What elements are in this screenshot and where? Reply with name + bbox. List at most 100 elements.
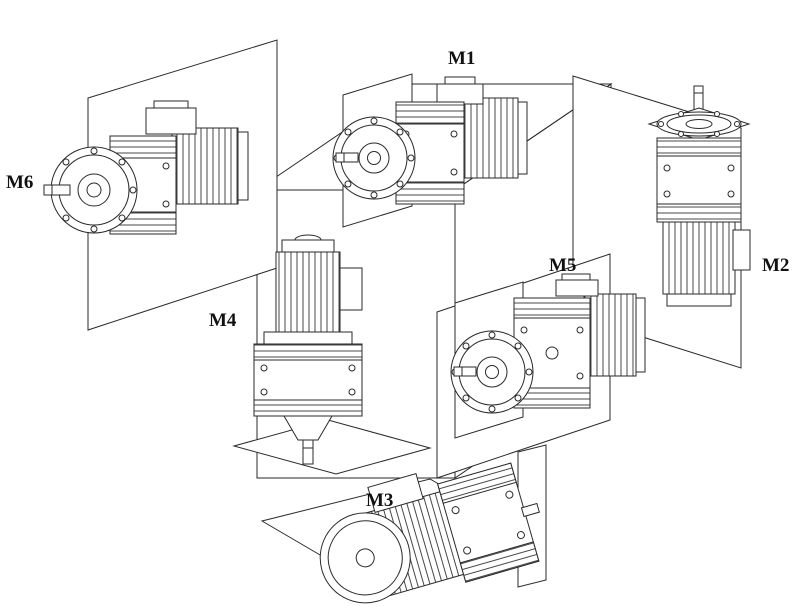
position-label-m2: M2: [762, 255, 790, 276]
m4-cooling-ribs: [253, 343, 363, 361]
m3-fan-cover-hub: [355, 548, 375, 568]
m2-flange-ring: [685, 119, 713, 129]
m2-cooling-ribs: [656, 137, 742, 157]
bolt-hole: [714, 131, 720, 137]
bolt-hole: [118, 158, 126, 166]
m6-cooling-ribs: [109, 135, 177, 159]
m2-motor-body: [662, 221, 736, 295]
m4-adapter-flange: [263, 331, 353, 345]
gearmotor-m5: [450, 273, 646, 439]
m6-fan-cover: [237, 131, 249, 201]
bolt-hole: [62, 158, 70, 166]
gearmotor-m4: [253, 234, 363, 465]
bolt-hole: [129, 186, 137, 194]
m1-motor-body: [459, 97, 519, 179]
bolt-hole: [576, 372, 584, 380]
bolt-hole: [370, 117, 378, 125]
m2-flange-ring: [666, 114, 732, 134]
bolt-hole: [260, 364, 268, 372]
m4-output-taper: [283, 415, 333, 441]
m1-terminal-box: [436, 83, 484, 105]
bolt-hole: [663, 164, 671, 172]
m5-flange: [450, 330, 534, 414]
bolt-hole: [118, 214, 126, 222]
m4-mounting-plane: [232, 419, 432, 475]
m4-output-shaft: [302, 439, 314, 465]
bolt-hole: [505, 490, 514, 499]
m1-fan-cover: [517, 101, 528, 175]
m6-motor-body: [171, 127, 239, 205]
bolt-hole: [678, 111, 684, 117]
gearmotor-m1: [332, 73, 528, 228]
bolt-hole: [678, 131, 684, 137]
m6-terminal-box: [145, 107, 197, 135]
bolt-hole: [450, 130, 458, 138]
bolt-hole: [407, 154, 415, 162]
bolt-hole: [514, 342, 522, 350]
m1-terminal-box-lid: [444, 76, 476, 85]
m3-cooling-ribs: [437, 462, 517, 504]
bolt-hole: [488, 331, 496, 339]
gearmotor-m3: [319, 462, 540, 604]
m3-terminal-box: [367, 473, 424, 514]
bolt-hole: [734, 121, 740, 127]
bolt-hole: [727, 190, 735, 198]
bolt-hole: [576, 326, 584, 334]
m3-fan-cover: [319, 512, 411, 604]
bolt-hole: [260, 388, 268, 396]
bolt-hole: [348, 364, 356, 372]
m1-output-shaft: [335, 152, 359, 163]
m1-cooling-ribs: [395, 101, 465, 125]
bolt-hole: [463, 546, 472, 555]
bolt-hole: [462, 342, 470, 350]
bolt-hole: [62, 214, 70, 222]
bolt-hole: [488, 405, 496, 413]
bolt-hole: [344, 128, 352, 136]
m5-gearbox-plug: [545, 346, 559, 360]
m5-cooling-ribs: [513, 297, 591, 319]
bolt-hole: [348, 388, 356, 396]
m5-flange-ring: [476, 356, 508, 388]
m1-flange-ring: [367, 151, 381, 165]
m5-motor-body: [583, 293, 637, 377]
m1-flange-ring: [358, 142, 390, 174]
m6-output-shaft: [43, 184, 71, 196]
bolt-hole: [520, 326, 528, 334]
position-label-m6: M6: [6, 172, 34, 193]
m2-fan-cover: [666, 293, 732, 307]
position-label-m3: M3: [366, 490, 394, 511]
position-label-m4: M4: [209, 310, 237, 331]
position-label-m1: M1: [448, 48, 476, 69]
bolt-hole: [663, 190, 671, 198]
m4-motor-body: [275, 251, 341, 333]
m3-output-shaft: [520, 502, 540, 518]
bolt-hole: [344, 180, 352, 188]
bolt-hole: [525, 368, 533, 376]
m5-fan-cover: [635, 297, 646, 373]
m6-flange-ring: [86, 182, 102, 198]
m4-cooling-ribs: [253, 399, 363, 417]
m4-fan-cover: [281, 239, 335, 253]
m2-terminal-box: [732, 229, 751, 271]
m4-terminal-box: [339, 267, 363, 311]
m2-flange: [656, 111, 742, 137]
m6-flange-ring: [77, 173, 111, 207]
bolt-hole: [658, 121, 664, 127]
bolt-hole: [514, 394, 522, 402]
m6-terminal-box-lid: [153, 100, 189, 109]
bolt-hole: [714, 111, 720, 117]
bolt-hole: [396, 128, 404, 136]
bolt-hole: [451, 506, 460, 515]
bolt-hole: [370, 191, 378, 199]
position-label-m5: M5: [549, 255, 577, 276]
gearmotor-m2: [647, 85, 751, 307]
m3-cooling-ribs: [459, 541, 540, 583]
m1-flange: [332, 116, 416, 200]
bolt-hole: [90, 225, 98, 233]
m1-cooling-ribs: [395, 181, 465, 205]
bolt-hole: [727, 164, 735, 172]
m5-terminal-box-lid: [561, 273, 591, 281]
bolt-hole: [162, 162, 170, 170]
